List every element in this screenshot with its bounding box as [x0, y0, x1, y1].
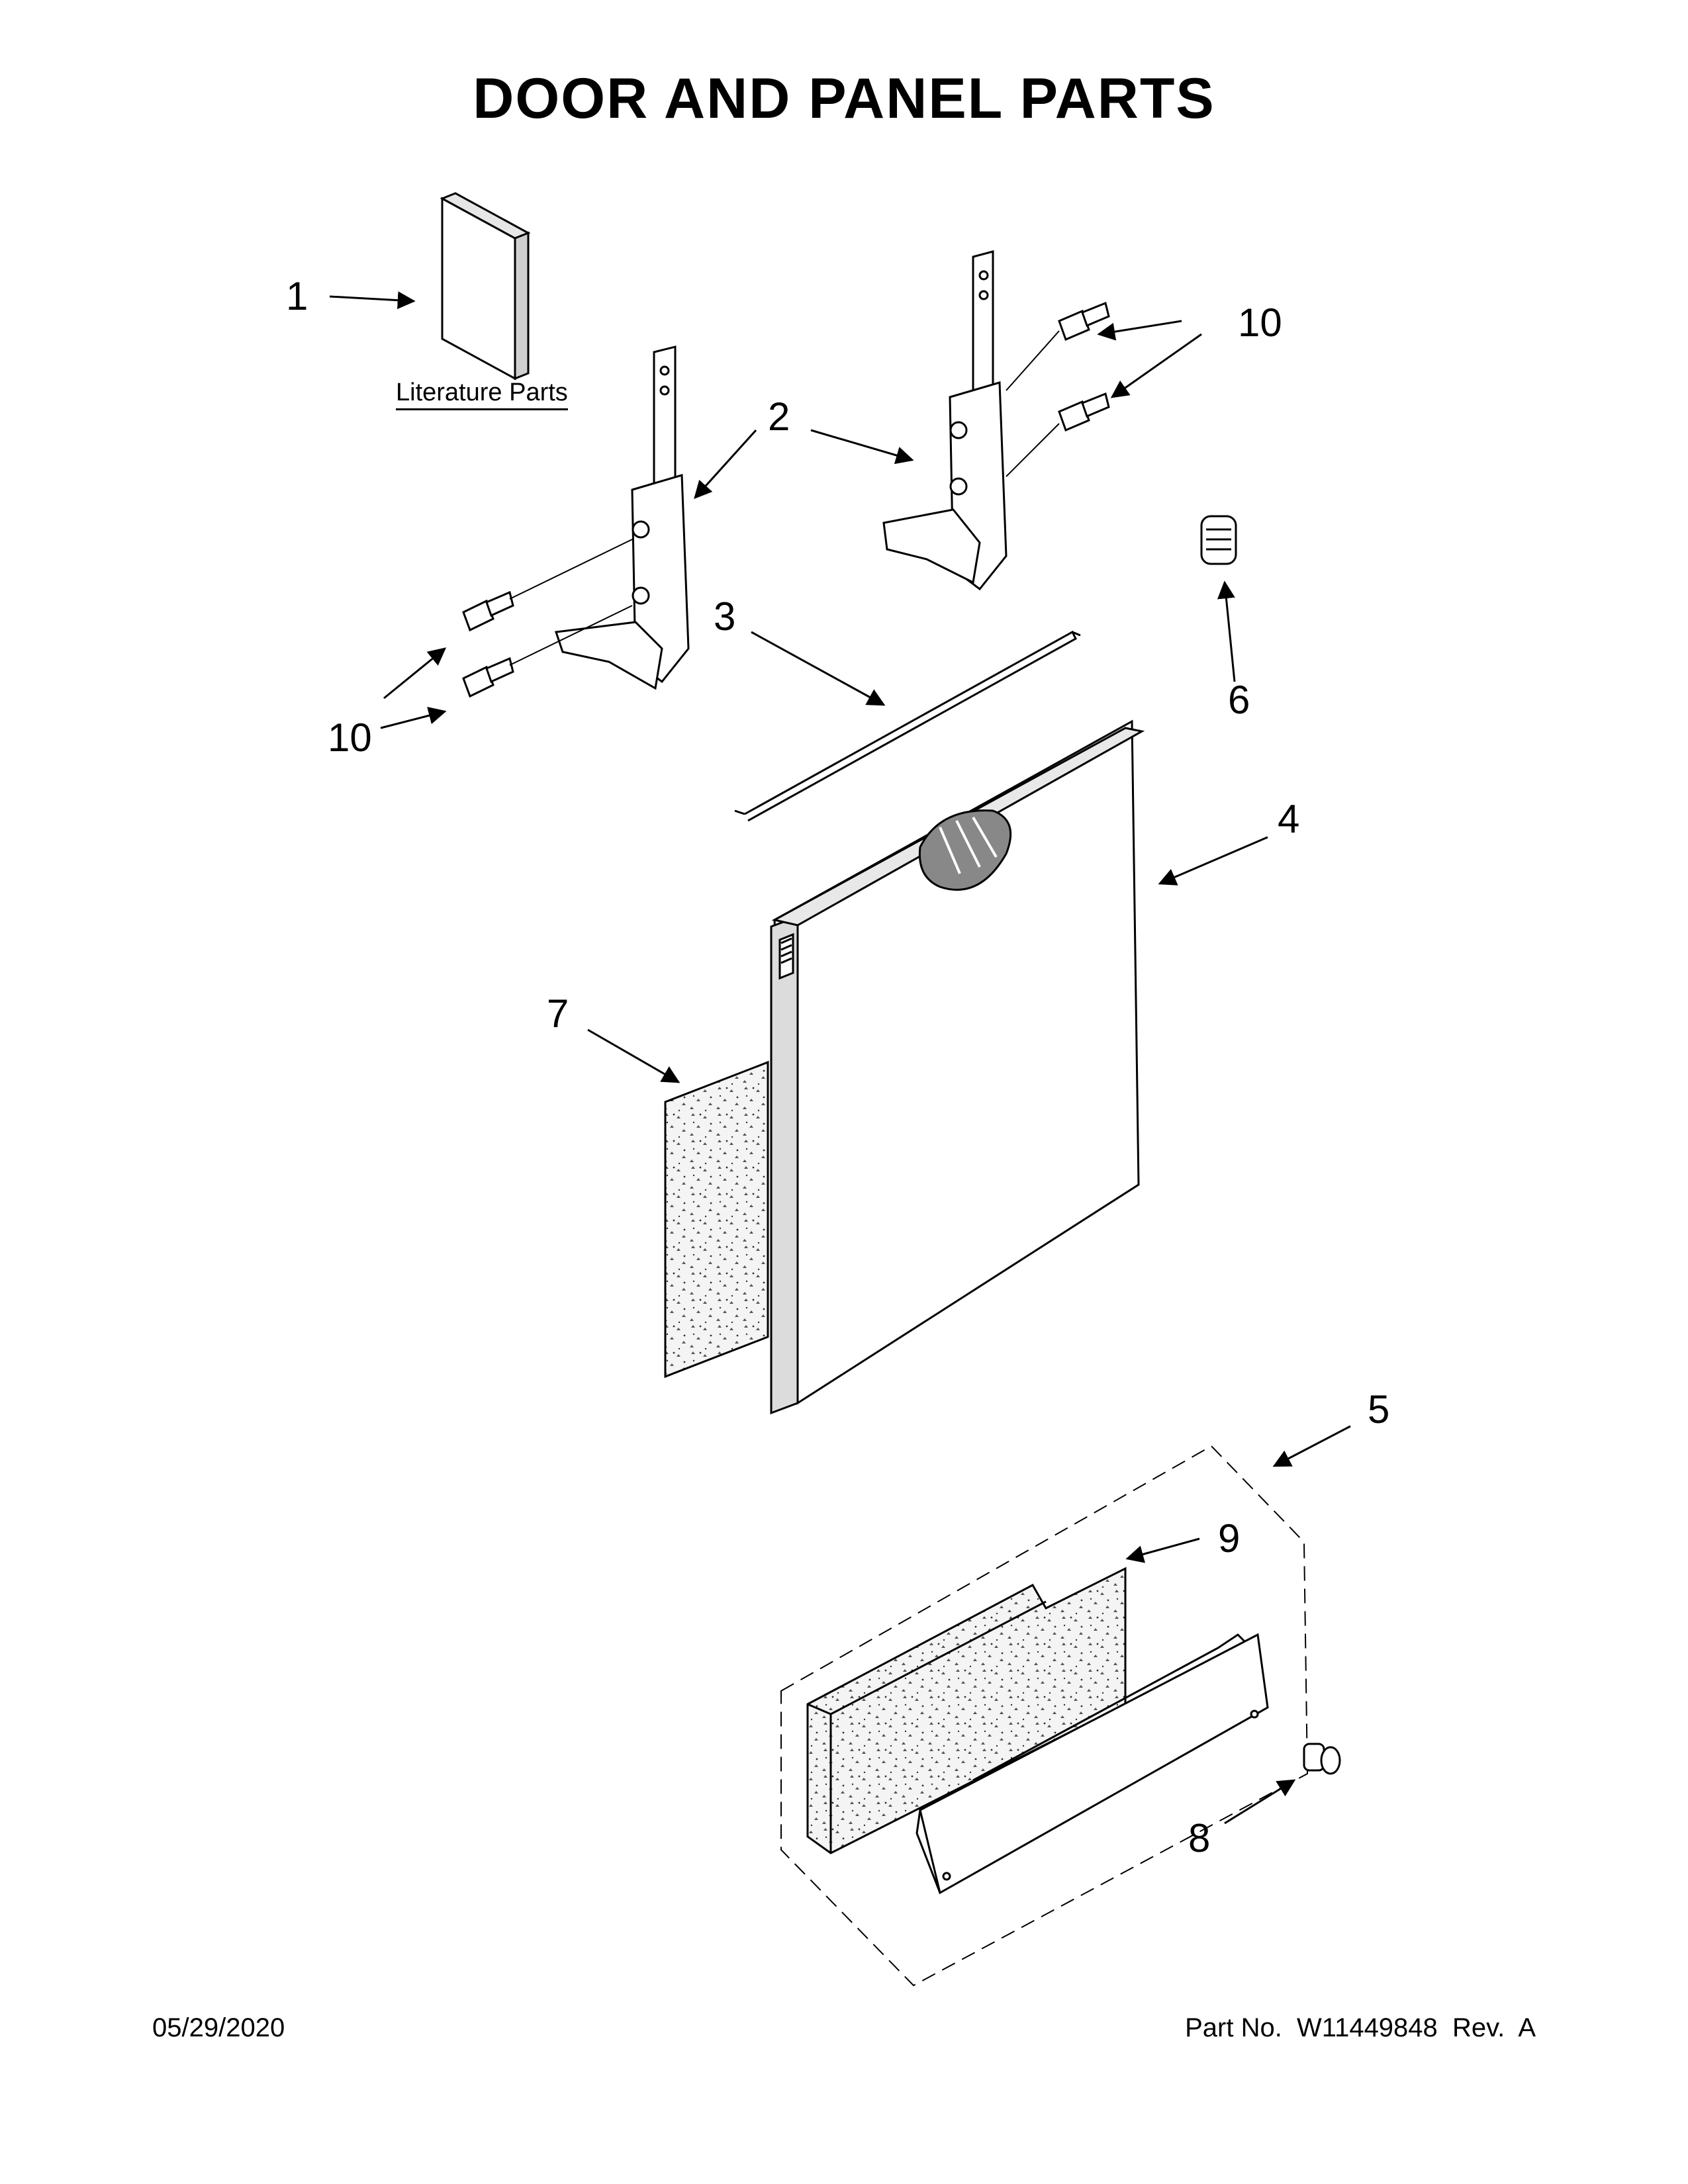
callout-7: 7	[547, 991, 569, 1036]
insulation-pad-part-7	[664, 1060, 769, 1379]
toe-panel	[915, 1633, 1269, 1895]
callout-10-right: 10	[1238, 300, 1282, 345]
callout-8: 8	[1188, 1816, 1211, 1860]
door-panel-part-4	[770, 719, 1145, 1415]
callout-3: 3	[714, 594, 736, 639]
rod-part-3	[734, 630, 1081, 822]
footer-date: 05/29/2020	[152, 2013, 285, 2042]
callout-6: 6	[1228, 678, 1250, 722]
hinge-bracket-right	[882, 250, 1008, 591]
callout-5: 5	[1368, 1387, 1390, 1432]
callout-arrows	[329, 291, 1351, 1825]
screw-part-8	[1303, 1743, 1341, 1775]
callout-2: 2	[768, 394, 790, 439]
clip-part-6	[1200, 515, 1237, 565]
callout-10-left: 10	[328, 715, 372, 760]
callout-4: 4	[1278, 797, 1300, 841]
callout-9: 9	[1218, 1516, 1241, 1561]
toe-panel-assembly-part-5	[780, 1445, 1309, 1987]
toe-insulation-part-9	[806, 1567, 1127, 1854]
hinge-bracket-left	[554, 345, 690, 690]
literature-booklet-part	[440, 192, 531, 381]
callout-1: 1	[286, 274, 308, 318]
screws-part-10	[462, 301, 1110, 698]
footer-part-number: Part No. W11449848 Rev. A	[1185, 2013, 1536, 2042]
page-title: DOOR AND PANEL PARTS	[473, 67, 1215, 130]
literature-parts-label: Literature Parts	[396, 379, 568, 410]
